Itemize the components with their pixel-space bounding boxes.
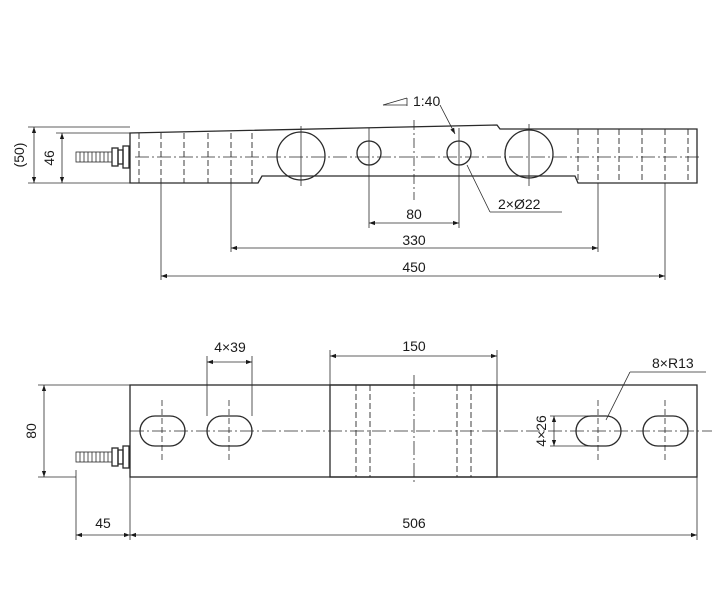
top-view: (50) 46 1:40 2×Ø22 80 330 450 — [11, 93, 700, 280]
dim-4x26-label: 4×26 — [533, 415, 549, 447]
top-hidden-lines — [138, 129, 689, 183]
dim-80-top-label: 80 — [406, 206, 422, 222]
dim-80-bottom-label: 80 — [23, 423, 39, 439]
dim-506-label: 506 — [402, 515, 426, 531]
bottom-view: 80 4×39 150 4×26 8×R13 — [23, 338, 712, 540]
dim-50-label: (50) — [11, 143, 27, 168]
taper-label: 1:40 — [413, 93, 440, 109]
dim-150-label: 150 — [402, 338, 426, 354]
bottom-beam-outline — [129, 384, 698, 478]
slot-1 — [139, 415, 186, 447]
hole-callout-leader — [466, 164, 562, 213]
bottom-cable-connector — [75, 445, 130, 469]
top-left-dim-lines — [28, 126, 130, 184]
slot-3 — [575, 415, 622, 447]
dim-45-label: 45 — [95, 515, 111, 531]
slot-width-dim — [550, 415, 598, 447]
slot-centers — [161, 400, 666, 462]
dim-4x39-label: 4×39 — [214, 339, 246, 355]
top-dim-lines — [160, 183, 666, 280]
center-block-dim — [329, 350, 498, 385]
radius-callout-leader — [605, 371, 706, 421]
slot-pitch-dim — [206, 356, 253, 416]
top-hole-centers — [300, 120, 530, 228]
bottom-height-dim — [38, 384, 130, 478]
bottom-slots — [139, 415, 689, 447]
dim-radius-label: 8×R13 — [652, 355, 694, 371]
dim-330-label: 330 — [402, 232, 426, 248]
taper-indicator — [382, 97, 456, 135]
dim-46-label: 46 — [41, 150, 57, 166]
slot-4 — [642, 415, 689, 447]
hole-callout-label: 2×Ø22 — [498, 196, 541, 212]
bottom-length-dims — [75, 470, 698, 540]
top-cable-connector — [75, 145, 130, 169]
slot-2 — [206, 415, 253, 447]
top-beam-outline — [129, 124, 698, 184]
dim-450-label: 450 — [402, 259, 426, 275]
